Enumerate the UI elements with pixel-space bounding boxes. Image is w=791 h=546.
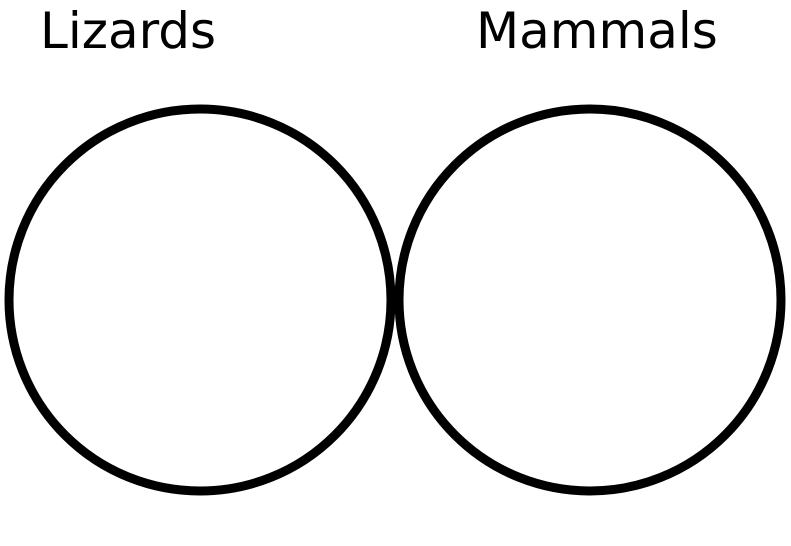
mammals-circle [394, 104, 786, 496]
mammals-label: Mammals [476, 2, 718, 60]
lizards-circle [4, 104, 396, 496]
lizards-label: Lizards [40, 2, 216, 60]
